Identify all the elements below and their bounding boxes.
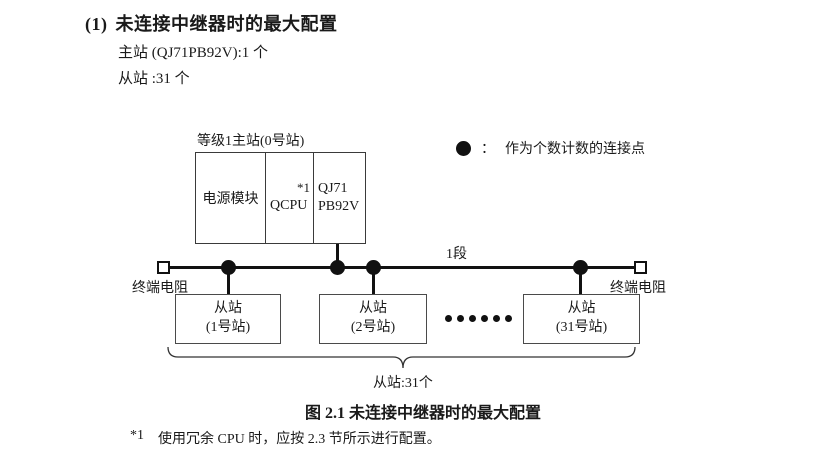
slave2-label-line2: (2号站) bbox=[350, 320, 396, 335]
legend: ： 作为个数计数的连接点 bbox=[456, 138, 645, 158]
footnote: *1 使用冗余 CPU 时，应按 2.3 节所示进行配置。 bbox=[130, 428, 441, 448]
section-title: (1) 未连接中继器时的最大配置 bbox=[85, 10, 338, 36]
qcpu-cell: *1 QCPU bbox=[266, 153, 314, 243]
legend-text: 作为个数计数的连接点 bbox=[505, 142, 645, 157]
slave-station-2-box: 从站 (2号站) bbox=[319, 294, 427, 344]
terminating-resistor-right-label: 终端电阻 bbox=[610, 281, 666, 296]
qcpu-footnote-ref: *1 bbox=[297, 180, 310, 195]
slave31-label-line2: (31号站) bbox=[555, 320, 608, 335]
connection-point-dot bbox=[221, 260, 236, 275]
connection-point-icon bbox=[456, 140, 471, 156]
slave-station-1-box: 从站 (1号站) bbox=[175, 294, 281, 344]
slave1-label-line2: (1号站) bbox=[205, 320, 251, 335]
segment-1-label: 1段 bbox=[446, 247, 467, 262]
master-station-label: 等级1主站(0号站) bbox=[197, 134, 305, 149]
footnote-marker: *1 bbox=[130, 428, 144, 443]
qcpu-label: QCPU bbox=[270, 198, 308, 213]
power-module-cell: 电源模块 bbox=[196, 153, 266, 243]
qj71pb92v-cell: QJ71 PB92V bbox=[314, 153, 365, 243]
bus-segment-line bbox=[169, 266, 636, 269]
master-station-box: 电源模块 *1 QCPU QJ71 PB92V bbox=[195, 152, 366, 244]
qj71-label-line2: PB92V bbox=[318, 199, 360, 214]
slave1-drop-line bbox=[227, 267, 230, 294]
slave2-label-line1: 从站 bbox=[359, 301, 387, 317]
connection-point-dot bbox=[330, 260, 345, 275]
spec-master-count: 主站 (QJ71PB92V):1 个 bbox=[118, 45, 269, 61]
slave2-drop-line bbox=[372, 267, 375, 294]
section-number: (1) bbox=[85, 14, 108, 34]
terminating-resistor-left-label: 终端电阻 bbox=[132, 281, 188, 296]
footnote-text: 使用冗余 CPU 时，应按 2.3 节所示进行配置。 bbox=[158, 432, 441, 447]
spec-slave-count: 从站 :31 个 bbox=[118, 71, 190, 87]
legend-separator: ： bbox=[481, 142, 495, 157]
section-title-text: 未连接中继器时的最大配置 bbox=[115, 14, 338, 34]
slave31-label-line1: 从站 bbox=[567, 301, 596, 317]
qj71-label-line1: QJ71 bbox=[318, 180, 348, 196]
slave-total-label: 从站:31个 bbox=[373, 376, 433, 391]
terminating-resistor-left-icon bbox=[157, 261, 170, 274]
ellipsis-dots-icon bbox=[445, 315, 512, 322]
slave31-drop-line bbox=[579, 267, 582, 294]
slave-count-brace bbox=[167, 346, 636, 369]
connection-point-dot bbox=[366, 260, 381, 275]
connection-point-dot bbox=[573, 260, 588, 275]
slave-station-31-box: 从站 (31号站) bbox=[523, 294, 640, 344]
terminating-resistor-right-icon bbox=[634, 261, 647, 274]
master-drop-line bbox=[336, 244, 339, 267]
slave1-label-line1: 从站 bbox=[214, 301, 242, 317]
figure-caption: 图 2.1 未连接中继器时的最大配置 bbox=[305, 405, 542, 422]
